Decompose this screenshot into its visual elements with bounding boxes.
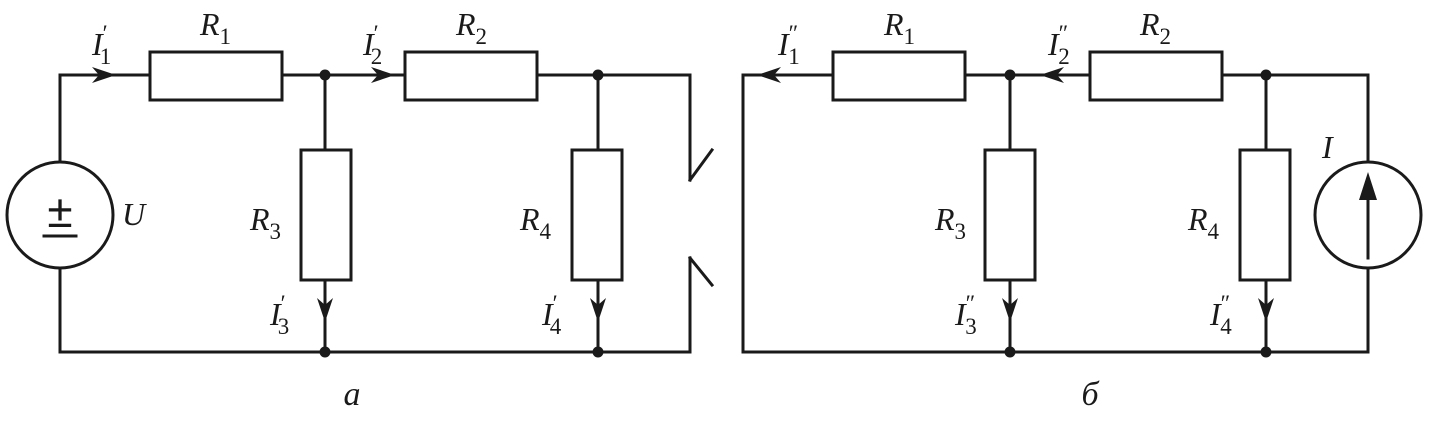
caption-a: а <box>344 376 361 413</box>
label-b-current-source: I <box>1321 129 1334 165</box>
voltage-source-symbol: ± <box>47 185 72 237</box>
wire-a-bottom <box>58 256 692 354</box>
current-source-arrow-icon <box>1359 172 1377 200</box>
arrow-a-i4 <box>590 298 606 322</box>
wire-a-top-left <box>58 73 152 165</box>
label-b-i2: I″2 <box>1047 21 1070 69</box>
junction-a-top-2 <box>592 69 604 81</box>
label-a-voltage: U <box>122 196 147 232</box>
label-b-i1: I″1 <box>777 21 800 69</box>
junction-b-top-1 <box>1004 69 1016 81</box>
arrow-b-i2 <box>1040 67 1064 83</box>
label-a-i2: I′2 <box>362 21 382 69</box>
label-a-r1: R1 <box>199 6 231 49</box>
arrow-b-i4 <box>1258 298 1274 322</box>
junction-b-bottom-1 <box>1004 346 1016 358</box>
switch-a-upper-contact <box>687 147 715 183</box>
label-a-r3: R3 <box>249 201 281 244</box>
label-b-r4: R4 <box>1187 201 1220 244</box>
arrow-b-i3 <box>1002 298 1018 322</box>
resistor-a-r4 <box>570 148 624 282</box>
label-a-i3: I′3 <box>269 291 289 339</box>
caption-b: б <box>1081 376 1100 413</box>
junction-a-bottom-2 <box>592 346 604 358</box>
label-a-i1: I′1 <box>91 21 111 69</box>
arrow-a-i3 <box>317 298 333 322</box>
voltage-source-a <box>5 160 115 270</box>
resistor-a-r1 <box>148 50 284 102</box>
resistor-a-r3 <box>299 148 353 282</box>
label-a-r2: R2 <box>455 6 487 49</box>
label-b-r3: R3 <box>934 201 966 244</box>
arrow-b-i1 <box>757 67 781 83</box>
arrow-a-i2 <box>371 67 395 83</box>
arrow-a-i1 <box>92 67 116 83</box>
circuit-b: R1 R2 R3 R4 I I″1 I″2 I″3 I″4 б <box>741 6 1423 413</box>
resistor-b-r3 <box>983 148 1037 282</box>
wire-a-top-right <box>535 73 692 182</box>
label-b-r1: R1 <box>883 6 915 49</box>
junction-a-bottom-1 <box>319 346 331 358</box>
junction-a-top-1 <box>319 69 331 81</box>
label-b-i3: I″3 <box>954 291 977 339</box>
label-b-i4: I″4 <box>1209 291 1232 339</box>
switch-a-lower-contact <box>687 255 715 288</box>
label-b-r2: R2 <box>1139 6 1171 49</box>
label-a-i4: I′4 <box>541 291 562 339</box>
resistor-a-r2 <box>403 50 539 102</box>
circuit-a: ± R1 R2 R3 R4 U I′1 I′2 I′3 I′4 а <box>5 6 715 413</box>
resistor-b-r2 <box>1088 50 1224 102</box>
resistor-b-r1 <box>831 50 967 102</box>
label-a-r4: R4 <box>519 201 552 244</box>
resistor-b-r4 <box>1238 148 1292 282</box>
junction-b-bottom-2 <box>1260 346 1272 358</box>
junction-b-top-2 <box>1260 69 1272 81</box>
